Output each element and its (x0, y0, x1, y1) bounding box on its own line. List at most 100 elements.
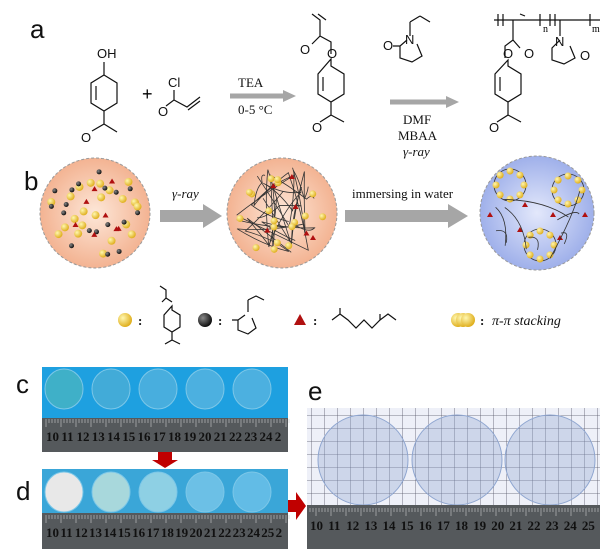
ruler-number: 10 (310, 518, 323, 533)
step2-crosslinker: MBAA (398, 128, 438, 143)
ruler-number: 25 (582, 518, 596, 533)
ruler-number: 2 (276, 525, 283, 540)
hydrogel-disc (185, 471, 225, 513)
hydrogel-disc (91, 471, 131, 513)
o-label: O (524, 46, 534, 61)
ruler-number: 15 (122, 429, 136, 444)
ruler-number: 15 (118, 525, 132, 540)
ruler-number: 19 (175, 525, 189, 540)
n-label: N (555, 34, 564, 49)
o-label: O (580, 48, 590, 63)
n-label: N (405, 32, 414, 47)
molecule-acryloyl-chloride: Cl O (158, 75, 201, 119)
polymer-network (236, 167, 327, 253)
legend-colon: : (313, 313, 317, 328)
step1-reagent: TEA (238, 75, 264, 90)
ruler-number: 20 (199, 429, 212, 444)
legend-colon: : (480, 313, 484, 328)
legend-black-sphere-icon (198, 313, 212, 327)
arrow-irradiation (203, 204, 222, 228)
hydrogel-disc (91, 368, 131, 410)
ruler-number: 17 (153, 429, 167, 444)
red-arrow-down-icon (152, 452, 178, 468)
ruler-number: 14 (107, 429, 121, 444)
plus-sign: + (142, 84, 153, 104)
legend-stacked-spheres-icon (461, 313, 475, 327)
hydrogel-disc (138, 471, 178, 513)
ruler-number: 22 (528, 518, 541, 533)
hydrogel-disc (138, 368, 178, 410)
ruler-number: 20 (190, 525, 203, 540)
ruler-number: 23 (233, 525, 247, 540)
ruler-number: 18 (455, 518, 469, 533)
ruler-number: 21 (214, 429, 227, 444)
panel-label-c: c (16, 369, 29, 399)
ruler-number: 2 (275, 429, 282, 444)
legend-yellow-sphere-icon (118, 313, 132, 327)
hydrogel-disc (411, 414, 503, 506)
ruler-number: 11 (60, 525, 72, 540)
legend: : : : : π-π stacking (118, 285, 561, 345)
ruler-number: 22 (218, 525, 231, 540)
hydrogel-disc (232, 471, 272, 513)
ruler-number: 16 (138, 429, 152, 444)
legend-colon: : (218, 313, 222, 328)
arrow-step1: TEA 0-5 °C (230, 75, 296, 117)
ruler-number: 16 (419, 518, 433, 533)
step1-condition: 0-5 °C (238, 102, 272, 117)
ruler-number: 14 (383, 518, 397, 533)
ruler-number: 17 (437, 518, 451, 533)
ruler-number: 10 (46, 429, 59, 444)
o-label: O (312, 120, 322, 135)
ruler-number: 16 (132, 525, 146, 540)
arrow-label-immersing: immersing in water (352, 186, 454, 201)
molecule-monomer: O O O (300, 13, 345, 135)
ruler-number: 19 (473, 518, 487, 533)
ruler-number: 23 (244, 429, 258, 444)
ruler-number: 21 (204, 525, 217, 540)
hydrogel-disc (44, 471, 84, 513)
panel-label-d: d (16, 476, 30, 506)
monomer-particles (47, 169, 142, 258)
ruler-number: 11 (328, 518, 340, 533)
panel-label-a: a (30, 14, 45, 44)
subscript-n: n (543, 24, 548, 35)
ruler-c (42, 418, 288, 452)
o-label: O (383, 38, 393, 53)
ruler-number: 17 (146, 525, 160, 540)
ruler-number: 18 (161, 525, 175, 540)
o-label: O (489, 120, 499, 135)
ruler-number: 14 (103, 525, 117, 540)
arrow-step2: DMF MBAA γ-ray (390, 96, 459, 159)
o-label: O (81, 130, 91, 145)
arrow-label-gamma-ray: γ-ray (172, 186, 199, 201)
ruler-number: 13 (364, 518, 378, 533)
legend-colon: : (138, 313, 142, 328)
ruler-number: 10 (46, 525, 59, 540)
hydrogel-disc (232, 368, 272, 410)
ruler-number: 12 (75, 525, 88, 540)
ruler-number: 25 (261, 525, 275, 540)
ruler-e (307, 505, 600, 549)
hydrogel-disc (185, 368, 225, 410)
red-arrow-right-icon (288, 492, 306, 520)
o-label: O (300, 42, 310, 57)
ruler-number: 22 (229, 429, 242, 444)
ruler-number: 20 (491, 518, 504, 533)
step2-solvent: DMF (403, 112, 431, 127)
ruler-number: 24 (260, 429, 274, 444)
ruler-number: 15 (401, 518, 415, 533)
hydrogel-disc (317, 414, 409, 506)
molecule-nvp: O N (383, 15, 431, 63)
o-label: O (503, 46, 513, 61)
ruler-number: 13 (92, 429, 106, 444)
o-label: O (158, 104, 168, 119)
legend-pi-pi-stacking: π-π stacking (492, 314, 561, 329)
hydrogel-disc (44, 368, 84, 410)
panel-label-e: e (308, 376, 322, 406)
